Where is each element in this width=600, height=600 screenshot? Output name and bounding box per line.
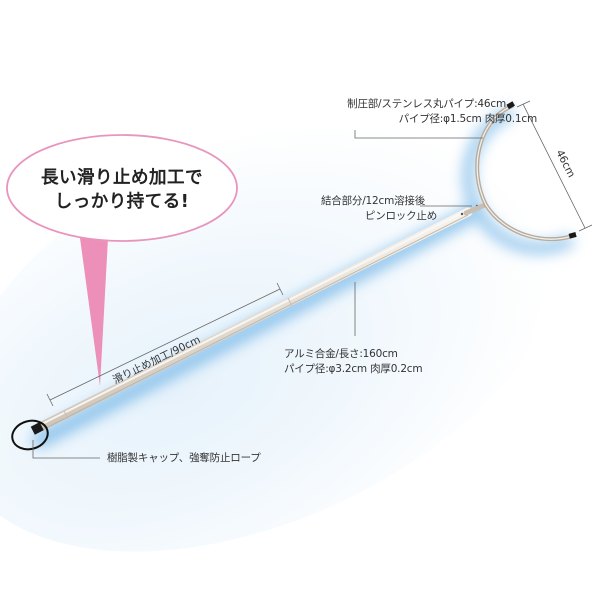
- head-cap-bottom-icon: [568, 232, 577, 239]
- bubble-tail-icon: [80, 238, 108, 386]
- callout-line-1: 長い滑り止め加工で: [41, 168, 203, 188]
- anti-snatch-rope-icon: [11, 419, 49, 451]
- joint-label-2: ピンロック止め: [364, 210, 437, 222]
- shaft-pipe-label: パイプ径:φ3.2cm 肉厚0.2cm: [284, 363, 423, 375]
- head-cap-top-icon: [506, 101, 515, 110]
- joint-stem: [463, 202, 488, 216]
- callout-text: 長い滑り止め加工で しっかり持てる!: [22, 166, 222, 214]
- pole-shadow: [32, 207, 478, 448]
- end-cap-label: 樹脂製キャップ、強奪防止ロープ: [107, 452, 261, 464]
- callout-line-2: しっかり持てる!: [54, 192, 190, 212]
- shaft-material-label: アルミ合金/長さ:160cm: [284, 348, 398, 360]
- dimension-90cm: [49, 288, 281, 401]
- dimension-46cm: [522, 103, 586, 229]
- head-material-label: 制圧部/ステンレス丸パイプ:46cm: [347, 98, 506, 110]
- leader-head: [354, 130, 483, 139]
- leader-cap: [32, 440, 100, 459]
- pole-shaft: [37, 207, 473, 431]
- joint-label-1: 結合部分/12cm溶接後: [321, 195, 425, 207]
- speech-bubble: [6, 134, 238, 242]
- end-cap-icon: [30, 422, 44, 435]
- head-pipe-label: パイプ径:φ1.5cm 肉厚0.1cm: [398, 113, 538, 125]
